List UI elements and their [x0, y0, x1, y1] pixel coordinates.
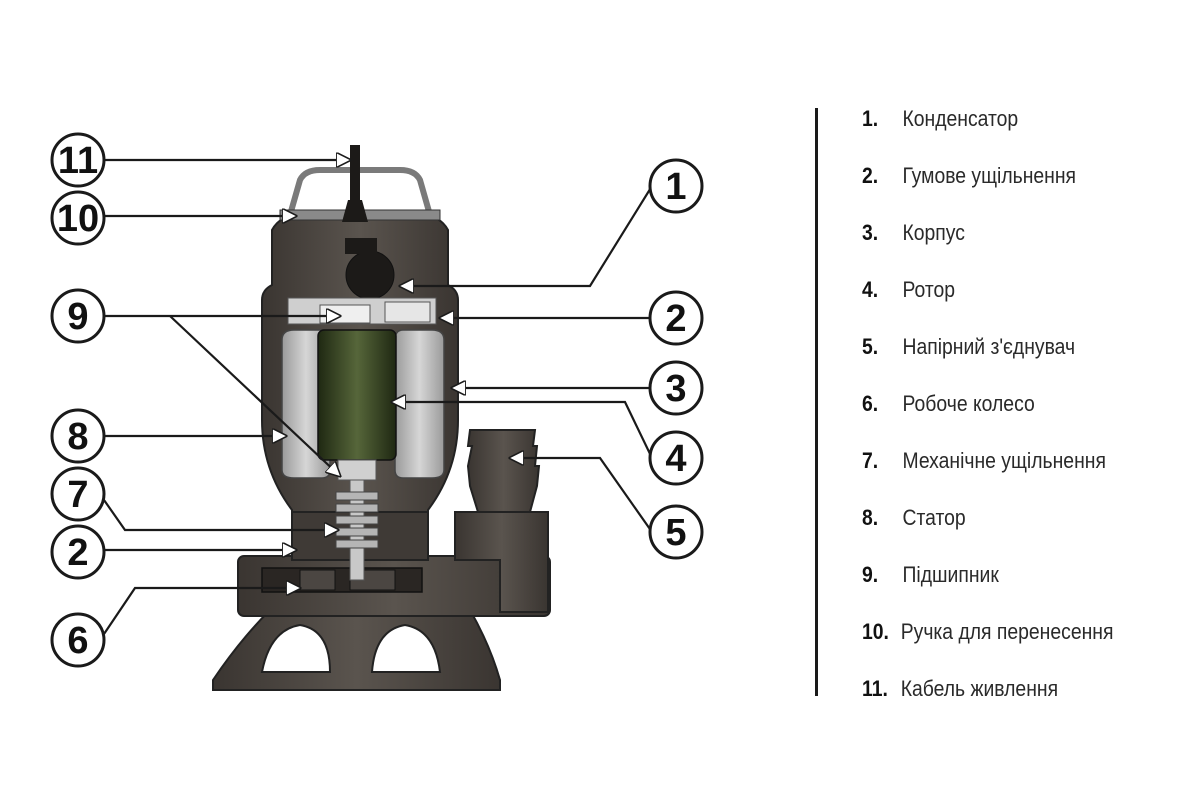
- legend-item-4: 4.Ротор: [862, 273, 955, 307]
- legend-label: Корпус: [902, 220, 964, 245]
- legend-number: 5.: [862, 330, 902, 364]
- callout-6-number: 6: [67, 620, 88, 662]
- stator-right: [395, 330, 444, 478]
- callout-10-number: 10: [57, 198, 99, 240]
- callout-3: 3: [650, 362, 702, 414]
- callout-11: 11: [52, 134, 104, 186]
- legend-label: Кабель живлення: [901, 676, 1058, 701]
- legend-item-11: 11.Кабель живлення: [862, 672, 1058, 706]
- callout-5-number: 5: [665, 512, 686, 554]
- callout-4-number: 4: [665, 438, 686, 480]
- callout-7-number: 7: [67, 474, 88, 516]
- legend-number: 10.: [862, 615, 901, 649]
- callout-4: 4: [650, 432, 702, 484]
- callout-8-number: 8: [67, 416, 88, 458]
- callout-10: 10: [52, 192, 104, 244]
- legend-item-7: 7.Механічне ущільнення: [862, 444, 1106, 478]
- legend-item-5: 5.Напірний з'єднувач: [862, 330, 1075, 364]
- callout-2-upper: 2: [650, 292, 702, 344]
- legend-label: Ротор: [902, 277, 955, 302]
- callout-8: 8: [52, 410, 104, 462]
- mechanical-seal: [336, 492, 378, 548]
- upper-seal: [385, 302, 430, 322]
- callout-9-number: 9: [67, 296, 88, 338]
- legend-label: Напірний з'єднувач: [902, 334, 1075, 359]
- legend-label: Статор: [902, 505, 965, 530]
- legend-number: 11.: [862, 672, 901, 706]
- callout-1: 1: [650, 160, 702, 212]
- legend-divider: [815, 108, 818, 696]
- pump-illustration: [213, 145, 550, 690]
- callout-2-lower: 2: [52, 526, 104, 578]
- legend-number: 8.: [862, 501, 902, 535]
- lower-bearing: [338, 460, 376, 480]
- cable-gland: [342, 200, 368, 222]
- rotor: [318, 330, 396, 460]
- callout-2-lower-number: 2: [67, 532, 88, 574]
- legend-number: 9.: [862, 558, 902, 592]
- legend-label: Механічне ущільнення: [902, 448, 1105, 473]
- discharge-connector: [468, 430, 539, 512]
- callout-9: 9: [52, 290, 104, 342]
- callout-2-upper-number: 2: [665, 298, 686, 340]
- legend-label: Гумове ущільнення: [902, 163, 1076, 188]
- legend-number: 3.: [862, 216, 902, 250]
- callout-6: 6: [52, 614, 104, 666]
- pump-cross-section-diagram: 11 10 9 8 7 2 6 1: [0, 0, 780, 800]
- legend-item-10: 10.Ручка для перенесення: [862, 615, 1113, 649]
- legend-number: 4.: [862, 273, 902, 307]
- legend-label: Ручка для перенесення: [901, 619, 1114, 644]
- legend-item-8: 8.Статор: [862, 501, 966, 535]
- legend-number: 7.: [862, 444, 902, 478]
- legend-number: 1.: [862, 102, 902, 136]
- legend-number: 6.: [862, 387, 902, 421]
- capacitor: [346, 251, 394, 299]
- callout-11-number: 11: [58, 140, 98, 182]
- callout-1-number: 1: [665, 166, 686, 208]
- callout-7: 7: [52, 468, 104, 520]
- legend-item-9: 9.Підшипник: [862, 558, 999, 592]
- callout-3-number: 3: [665, 368, 686, 410]
- legend-label: Конденсатор: [902, 106, 1018, 131]
- legend-item-3: 3.Корпус: [862, 216, 965, 250]
- legend-item-6: 6.Робоче колесо: [862, 387, 1035, 421]
- legend-label: Робоче колесо: [902, 391, 1034, 416]
- legend-label: Підшипник: [902, 562, 998, 587]
- legend-number: 2.: [862, 159, 902, 193]
- legend-item-2: 2.Гумове ущільнення: [862, 159, 1076, 193]
- callout-5: 5: [650, 506, 702, 558]
- legend-item-1: 1.Конденсатор: [862, 102, 1018, 136]
- capacitor-mount: [345, 238, 377, 254]
- upper-bearing: [320, 305, 370, 323]
